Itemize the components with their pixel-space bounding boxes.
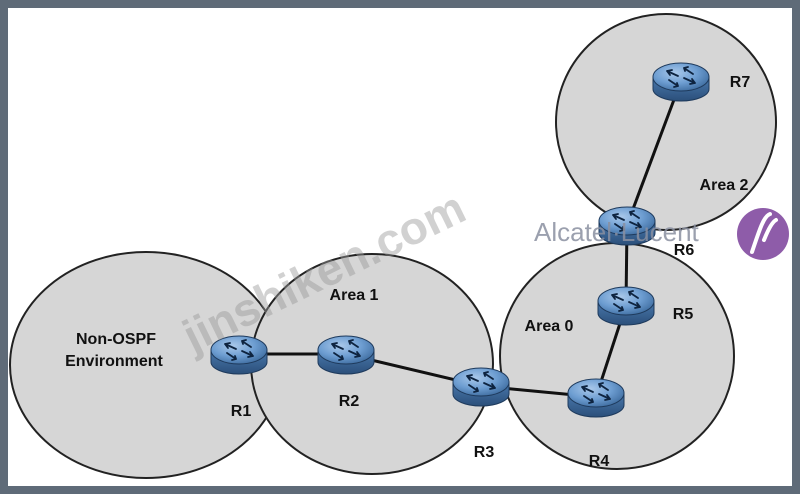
area-non-ospf-label-line-2: Environment xyxy=(65,353,163,370)
ospf-topology-diagram: Non-OSPF Environment Area 1 Area 0 Area … xyxy=(9,13,789,479)
area-labels: Non-OSPF Environment Area 1 Area 0 Area … xyxy=(65,177,748,370)
router-r7-icon xyxy=(652,62,710,102)
router-r4-label: R4 xyxy=(589,453,610,470)
area-0-region xyxy=(499,242,735,470)
router-r1-icon xyxy=(210,335,268,375)
router-r6-label: R6 xyxy=(674,242,695,259)
router-r2-label: R2 xyxy=(339,393,360,410)
routers-layer xyxy=(210,62,710,418)
router-r2-icon xyxy=(317,335,375,375)
area-1-label: Area 1 xyxy=(330,287,379,304)
router-r6-icon xyxy=(598,206,656,246)
area-0-label: Area 0 xyxy=(525,318,574,335)
router-r4-icon xyxy=(567,378,625,418)
brand-logo xyxy=(737,208,789,260)
area-2-label: Area 2 xyxy=(700,177,749,194)
router-r7-label: R7 xyxy=(730,74,751,91)
router-r5-icon xyxy=(597,286,655,326)
router-r3-label: R3 xyxy=(474,444,495,461)
brand-text: Alcatel·Lucent xyxy=(534,217,700,247)
router-r5-label: R5 xyxy=(673,306,694,323)
area-non-ospf-label-line-1: Non-OSPF xyxy=(76,331,156,348)
router-r1-label: R1 xyxy=(231,403,252,420)
diagram-canvas: Non-OSPF Environment Area 1 Area 0 Area … xyxy=(8,8,792,486)
router-r3-icon xyxy=(452,367,510,407)
link-r6-r7 xyxy=(625,80,683,226)
